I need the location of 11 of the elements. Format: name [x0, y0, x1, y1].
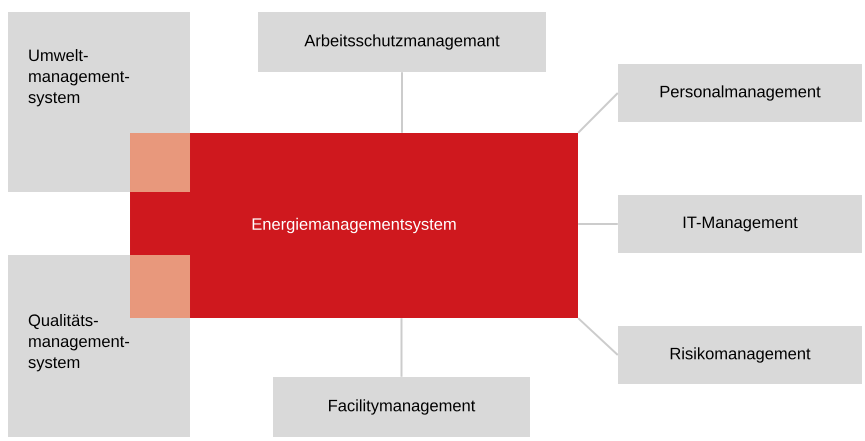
- connector-line: [578, 223, 618, 225]
- management-box: IT-Management: [618, 195, 862, 253]
- management-box: Facilitymanagement: [273, 377, 530, 437]
- connector-line: [578, 92, 619, 134]
- connector-line: [400, 318, 402, 377]
- management-box: Risikomanagement: [618, 326, 862, 384]
- connector-line: [578, 317, 618, 356]
- management-box: Arbeitsschutzmanagemant: [258, 12, 546, 72]
- connector-line: [401, 72, 403, 133]
- central-box: Energiemanagementsystem: [130, 133, 578, 318]
- management-box: Personalmanagement: [618, 64, 862, 122]
